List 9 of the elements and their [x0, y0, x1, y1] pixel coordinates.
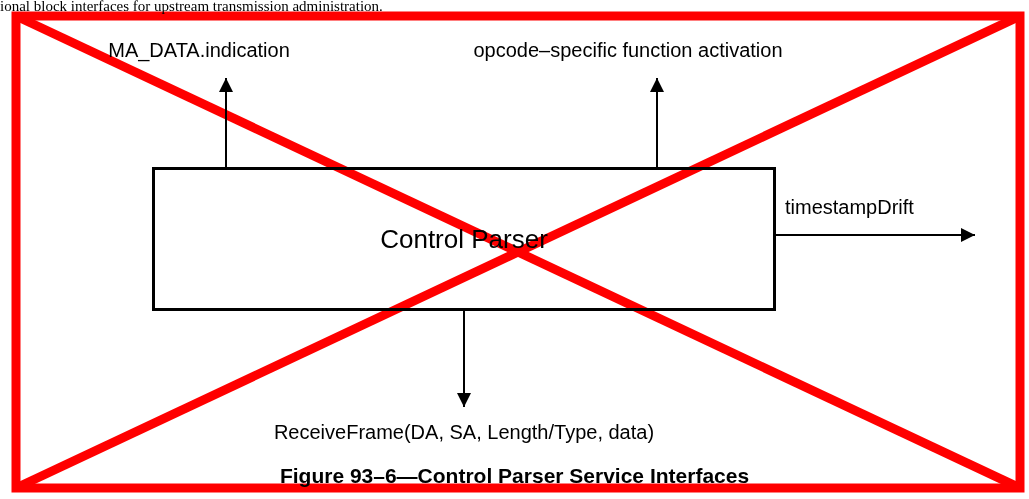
body-text: ional block interfaces for upstream transmission administration.	[0, 0, 383, 14]
arrow	[219, 77, 233, 168]
arrow	[457, 310, 471, 408]
figure-caption: Figure 93–6—Control Parser Service Interfaces	[278, 464, 751, 488]
arrow	[650, 77, 664, 168]
arrow	[775, 228, 976, 242]
signal-name: MA_DATA.indication	[84, 36, 314, 64]
edge-label: timestampDrift	[785, 196, 914, 219]
signal-name: opcode–specific function activation	[436, 36, 820, 64]
